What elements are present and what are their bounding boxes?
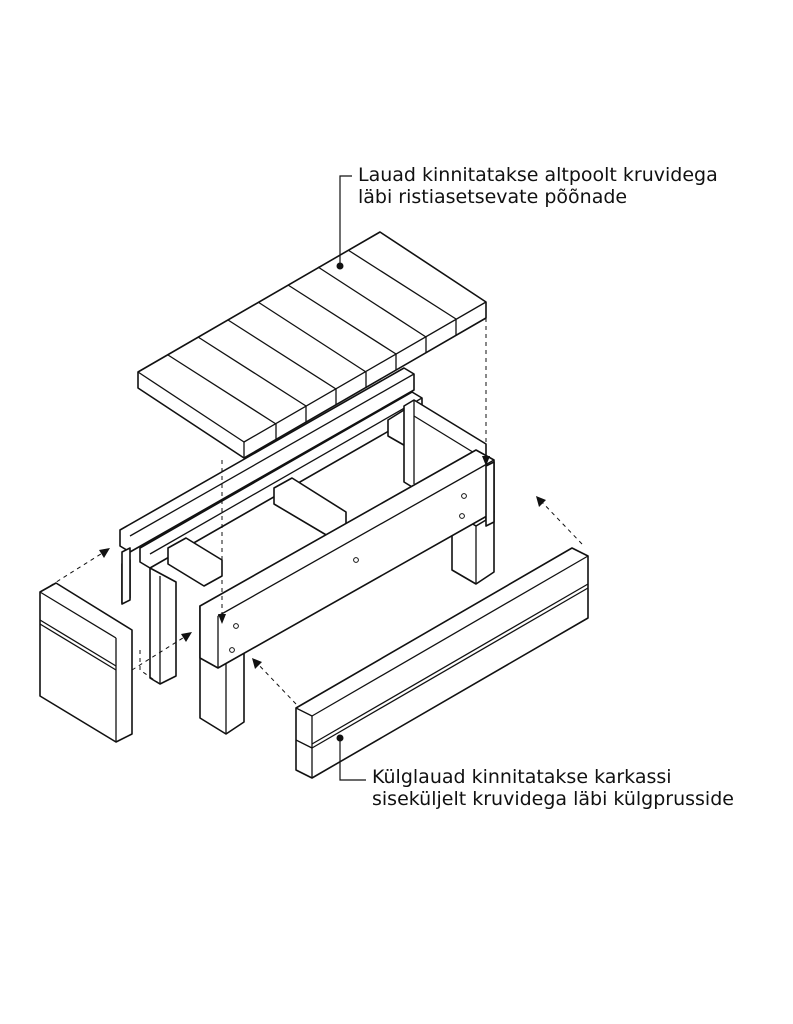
back-left-leg [121, 547, 131, 605]
screw-hole [459, 513, 465, 519]
arrow-head [181, 632, 192, 642]
front-side-board [295, 547, 589, 779]
screw-hole [353, 557, 359, 563]
arrow-left-end-bottom [131, 635, 187, 671]
arrow-head [252, 658, 262, 669]
leader-bottom [339, 738, 366, 781]
screw-hole [233, 623, 239, 629]
screw-hole [461, 493, 467, 499]
back-top-rail [119, 367, 415, 553]
screw-hole [229, 647, 235, 653]
cross-bar-left [167, 537, 223, 587]
left-end-board-face [39, 582, 133, 743]
callout-side-line-1: Külglauad kinnitatakse karkassi [372, 766, 672, 788]
arrow-front-board-right [539, 499, 583, 545]
leaders [336, 175, 366, 781]
arrow-head [482, 456, 490, 466]
callout-seat-planks: Lauad kinnitatakse altpoolt kruvidega lä… [358, 164, 718, 208]
bench-frame [119, 367, 495, 735]
arrow-head [99, 548, 110, 558]
arrow-head [218, 614, 226, 624]
callout-seat-line-2: läbi ristiasetsevate põõnade [358, 186, 628, 208]
arrow-left-end-top [49, 551, 105, 587]
front-side-board-face [295, 547, 589, 779]
leader-top [339, 175, 352, 266]
callout-seat-line-1: Lauad kinnitatakse altpoolt kruvidega [358, 164, 718, 186]
seat-plank-lines [167, 249, 457, 440]
callout-side-line-2: siseküljelt kruvidega läbi külgprusside [372, 788, 734, 810]
cross-bar-middle [273, 477, 347, 537]
assembly-arrows [49, 318, 583, 705]
callout-side-boards: Külglauad kinnitatakse karkassi sisekülj… [372, 766, 734, 810]
leader-dot-bottom [336, 734, 344, 742]
rear-left-leg [149, 567, 177, 685]
hidden-edge [139, 650, 161, 685]
left-end-board [39, 582, 133, 743]
arrow-front-board-left [255, 661, 297, 705]
leader-dot-top [336, 262, 344, 270]
arrow-head [536, 496, 546, 507]
right-end-post [485, 461, 495, 527]
